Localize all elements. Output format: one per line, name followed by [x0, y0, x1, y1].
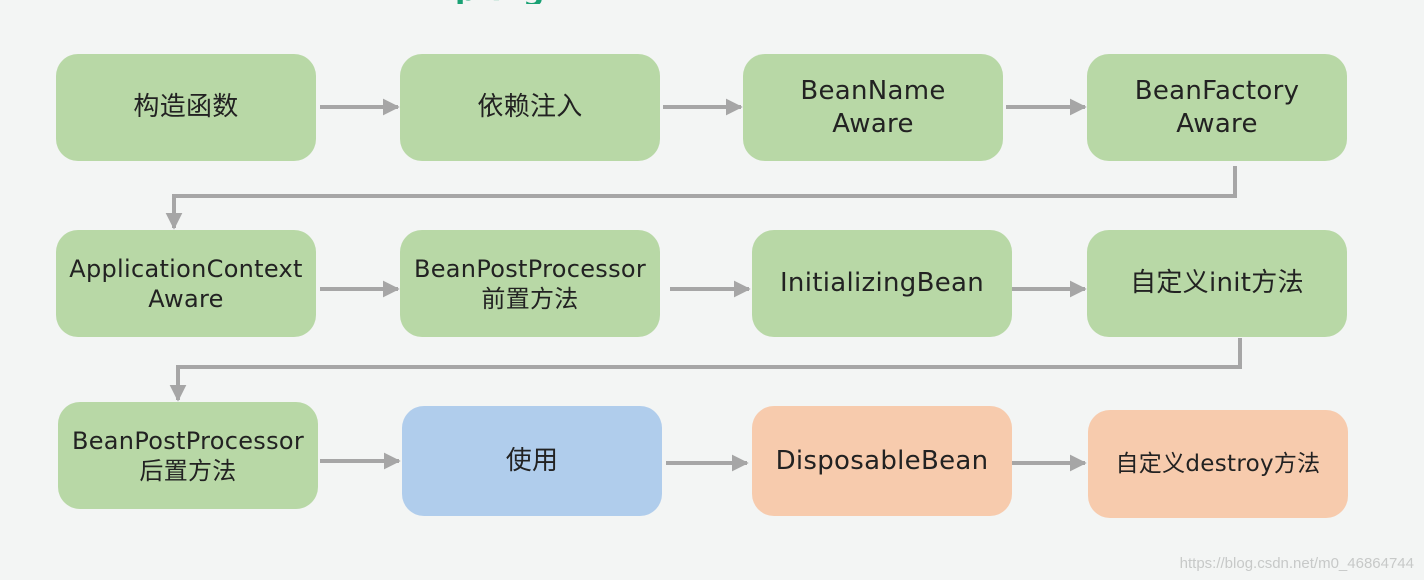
node-initializing-bean: InitializingBean: [752, 230, 1012, 337]
arrow-beanfactory-to-appcontext: [165, 166, 1237, 230]
node-use: 使用: [402, 406, 662, 516]
diagram-title-fragment: pring: [455, 0, 575, 4]
node-custom-init-method: 自定义init方法: [1087, 230, 1347, 337]
node-constructor: 构造函数: [56, 54, 316, 161]
node-bean-name-aware: BeanName Aware: [743, 54, 1003, 161]
node-custom-destroy-method: 自定义destroy方法: [1088, 410, 1348, 518]
node-application-context-aware: ApplicationContext Aware: [56, 230, 316, 337]
node-disposable-bean: DisposableBean: [752, 406, 1012, 516]
arrow-custominit-to-bppafter: [169, 338, 1242, 402]
node-dependency-injection: 依赖注入: [400, 54, 660, 161]
node-bean-post-processor-before: BeanPostProcessor 前置方法: [400, 230, 660, 337]
node-bean-factory-aware: BeanFactory Aware: [1087, 54, 1347, 161]
node-bean-post-processor-after: BeanPostProcessor 后置方法: [58, 402, 318, 509]
watermark-url: https://blog.csdn.net/m0_46864744: [1179, 555, 1414, 572]
